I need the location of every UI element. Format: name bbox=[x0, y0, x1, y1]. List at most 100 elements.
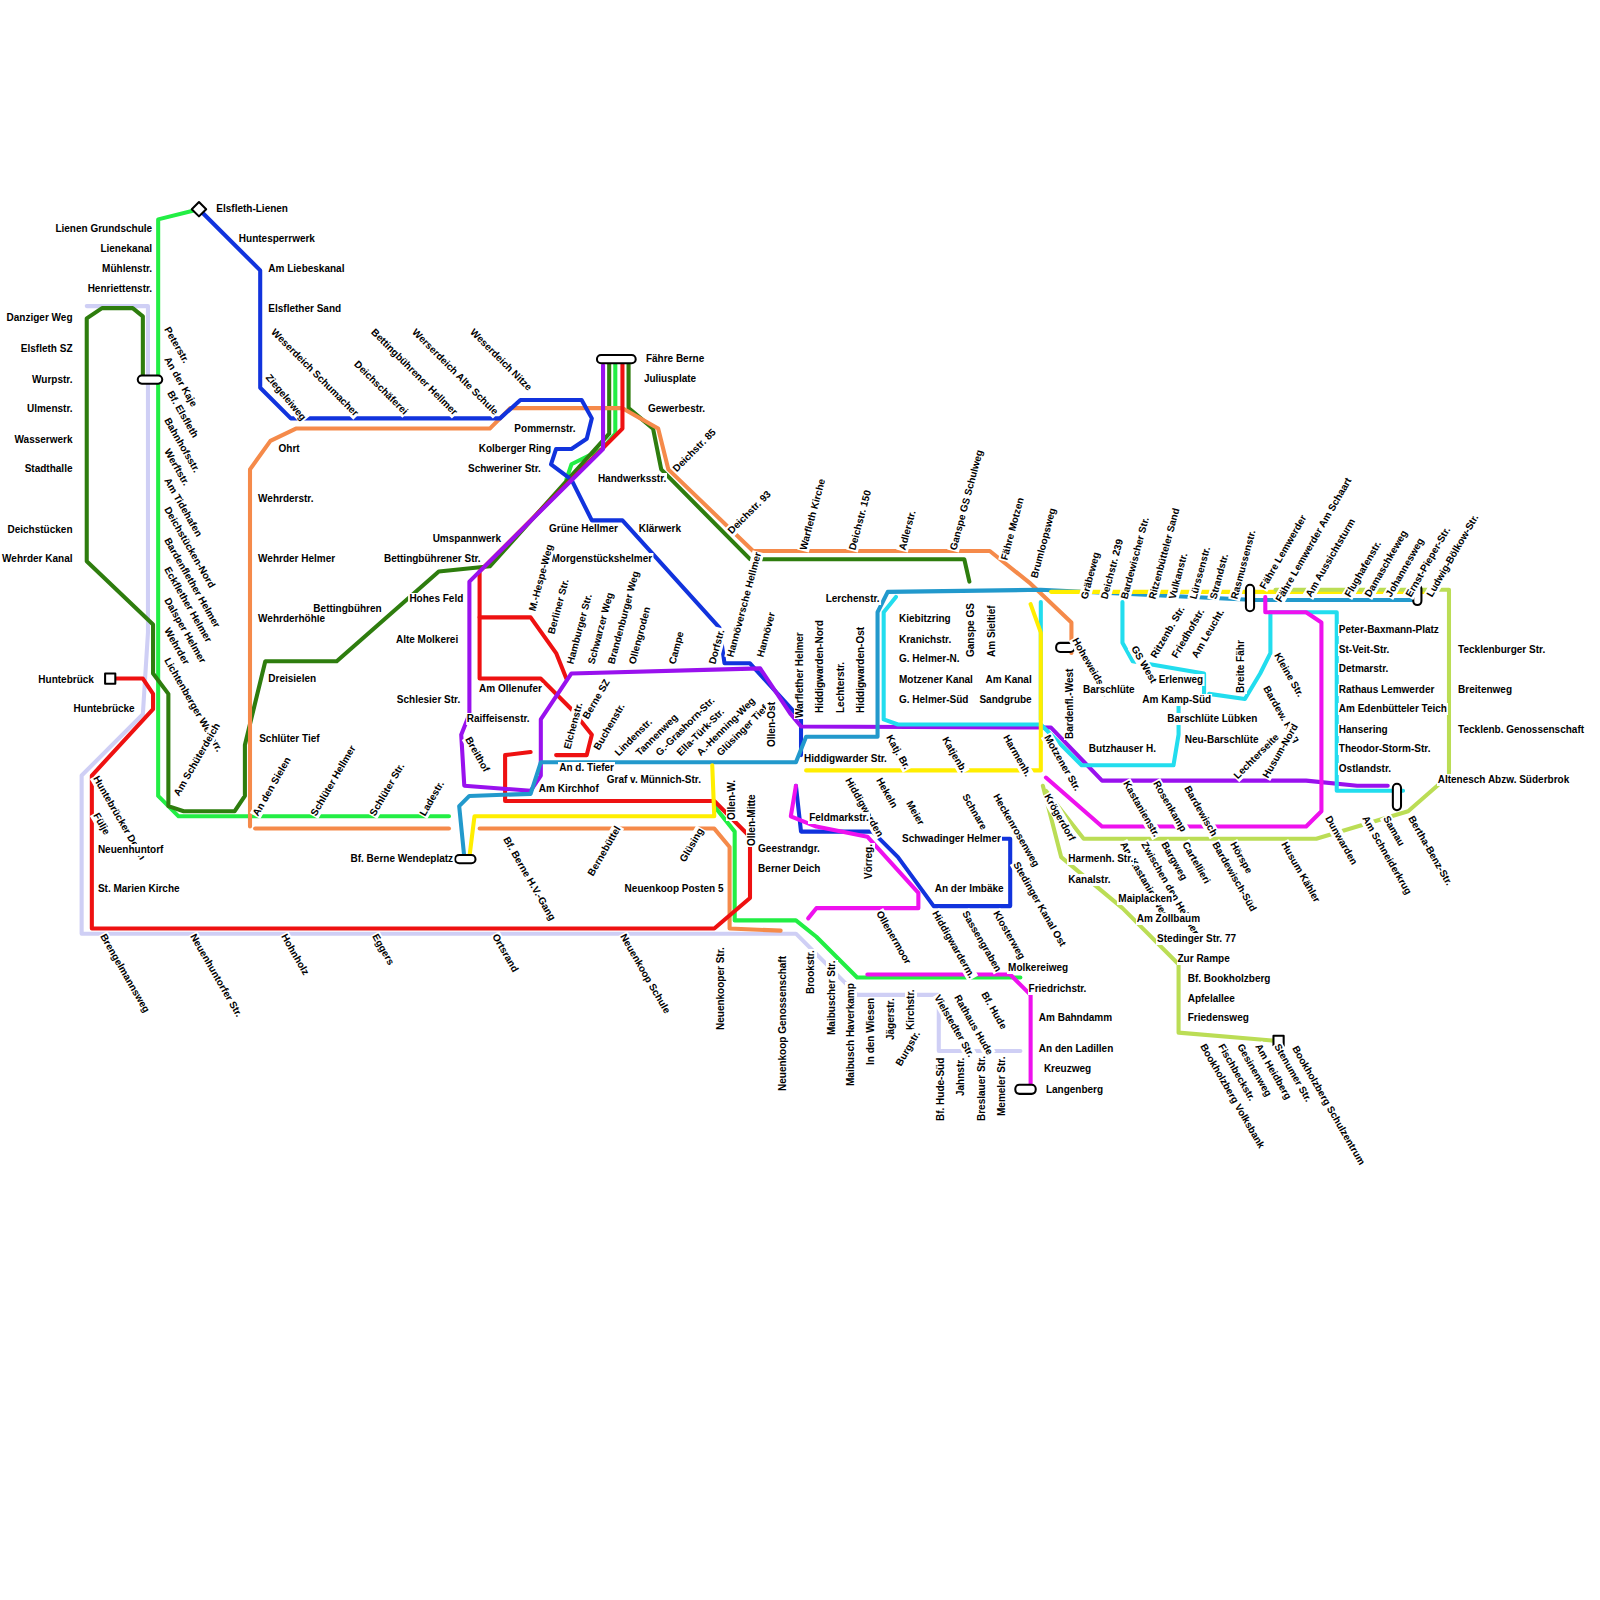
station-label: G. Helmer-N. bbox=[898, 653, 961, 665]
station-label: Meier bbox=[903, 798, 927, 828]
station-label: Kiebitzring bbox=[898, 613, 952, 625]
station-label: Weserdeich Nitze bbox=[467, 325, 535, 393]
station-label: Mühlenstr. bbox=[101, 263, 153, 275]
station-label: Bardenfl.-West bbox=[1064, 667, 1076, 739]
station-label: Schlüter Tief bbox=[258, 733, 320, 745]
station-label: Hiddigwarder Str. bbox=[803, 753, 888, 765]
station-label: Jägerstr. bbox=[885, 997, 897, 1041]
station-label: Bf. Berne H.V.-Gang bbox=[500, 834, 559, 924]
station-label: Eggers bbox=[368, 931, 396, 968]
station-label: Fähre Motzen bbox=[998, 495, 1027, 562]
station-label: Juliusplate bbox=[643, 373, 697, 385]
station-label: Hannöver bbox=[754, 610, 778, 660]
purple-line bbox=[461, 365, 1388, 791]
station-label: Umspannwerk bbox=[432, 533, 502, 545]
lime-line bbox=[1043, 590, 1449, 1041]
terminal-markers bbox=[105, 202, 1421, 1094]
station-label: Butzhauser H. bbox=[1088, 743, 1157, 755]
steelblue-line bbox=[459, 590, 1418, 857]
station-label: Ganspe GS Schulweg bbox=[947, 448, 986, 553]
station-label: Bettingbühren bbox=[312, 603, 382, 615]
station-label: Am Edenbütteler Teich bbox=[1338, 703, 1448, 715]
station-label: Ollen-Ost bbox=[766, 701, 778, 748]
cyan-line bbox=[884, 597, 1403, 791]
station-label: Lichtenberger Wetterr. bbox=[161, 655, 226, 755]
station-label: Neuenhuntorfer Str. bbox=[187, 931, 245, 1020]
station-label: Henriettenstr. bbox=[87, 283, 153, 295]
station-label: G. Helmer-Süd bbox=[898, 694, 969, 706]
station-label: Bernebüttel bbox=[585, 823, 624, 879]
station-label: Breite Fähr bbox=[1235, 639, 1247, 694]
station-label: Glüsing bbox=[676, 825, 706, 865]
station-label: Bookholzberg Schulzentrum bbox=[1289, 1043, 1368, 1168]
station-label: Neu-Barschlüte bbox=[1184, 734, 1260, 746]
station-label: Katj. Br. bbox=[883, 732, 913, 772]
station-label: Kirchstr. bbox=[905, 988, 917, 1031]
station-label: Schlüter Str. bbox=[367, 761, 408, 820]
station-label: Strandstr. bbox=[1208, 551, 1232, 601]
station-label: Am Kanal bbox=[985, 674, 1033, 686]
station-label: Campe bbox=[667, 630, 688, 667]
station-label: Harmenh. Str. bbox=[1067, 853, 1134, 865]
station-label: Zur Rampe bbox=[1177, 953, 1231, 965]
station-label: Ortsrand bbox=[489, 931, 522, 975]
station-label: M.-Hespe-Weg bbox=[526, 542, 556, 613]
station-label: Stedinger Str. 77 bbox=[1156, 933, 1237, 945]
station-label: Heckenrosenweg bbox=[990, 791, 1043, 870]
station-label: Kolberger Ring bbox=[478, 443, 552, 455]
station-label: Lechterstr. bbox=[835, 661, 847, 714]
station-label: Memeler Str. bbox=[996, 1056, 1008, 1117]
station-label: Dunwarden bbox=[1321, 813, 1360, 868]
station-label: Bettingbührener Str. bbox=[383, 553, 482, 565]
station-label: Warflether Helmer bbox=[794, 632, 806, 720]
red-line bbox=[92, 362, 750, 928]
station-label: Bf. Berne Wendeplatz bbox=[349, 853, 454, 865]
station-label: Schnare bbox=[959, 791, 990, 833]
station-label: Molkereiweg bbox=[1007, 962, 1069, 974]
station-label: Warfleth Kirche bbox=[797, 476, 828, 552]
station-label: Ladestr. bbox=[417, 778, 448, 819]
station-label: Ohrt bbox=[278, 443, 301, 455]
station-label: Deichstr. 85 bbox=[669, 426, 719, 476]
station-label: Neuenkoop Posten 5 bbox=[624, 883, 725, 895]
station-label: Handwerksstr. bbox=[597, 473, 667, 485]
station-label: Maibusch Haverkamp bbox=[845, 982, 857, 1087]
station-label: Tecklenburger Str. bbox=[1457, 644, 1546, 656]
station-label: Danziger Weg bbox=[6, 312, 74, 324]
station-label: Jahnstr. bbox=[955, 1057, 967, 1097]
station-label: Elsfleth-Lienen bbox=[215, 203, 289, 215]
station-label: Kranichstr. bbox=[898, 634, 952, 646]
station-label: Erlenweg bbox=[1158, 674, 1204, 686]
station-label: Peter-Baxmann-Platz bbox=[1338, 624, 1440, 636]
station-label: Wehrderstr. bbox=[257, 493, 314, 505]
station-label: Ostlandstr. bbox=[1338, 763, 1392, 775]
station-label: Ollen-W. bbox=[726, 779, 738, 821]
station-label: An der Imbäke bbox=[934, 883, 1005, 895]
station-label: Deichstr. 93 bbox=[724, 487, 774, 537]
station-label: Neuenkoop Genossenschaft bbox=[777, 955, 789, 1092]
station-label: Huntebrück bbox=[37, 674, 95, 686]
station-label: Breitenweg bbox=[1457, 684, 1513, 696]
station-label: Hohes Feld bbox=[408, 593, 464, 605]
station-label: Huntesperrwerk bbox=[238, 233, 316, 245]
station-label: Rathaus Lemwerder bbox=[1338, 684, 1436, 696]
station-label: Maibuscher Str. bbox=[826, 959, 838, 1035]
station-label: Am Kamp-Süd bbox=[1141, 694, 1212, 706]
station-label: Hiddigwarden-Nord bbox=[814, 620, 826, 715]
station-label: Barschlüte Lübken bbox=[1166, 713, 1258, 725]
station-label: Schwadinger Helmer bbox=[901, 833, 1002, 845]
station-label: Am Sieltief bbox=[986, 605, 998, 659]
station-label: Raiffeisenstr. bbox=[466, 713, 531, 725]
station-label: Friedensweg bbox=[1187, 1012, 1250, 1024]
station-label: Wurpstr. bbox=[31, 374, 73, 386]
station-label: Barschlüte bbox=[1082, 684, 1136, 696]
station-label: Berliner Str. bbox=[545, 576, 572, 636]
station-label: Klärwerk bbox=[638, 523, 682, 535]
station-label: Neuenhuntorf bbox=[97, 844, 165, 856]
station-label: Vörreg. bbox=[863, 843, 875, 880]
station-label: Theodor-Storm-Str. bbox=[1338, 743, 1432, 755]
station-label: Maiplacken bbox=[1117, 893, 1173, 905]
station-label: Ganspe GS bbox=[965, 602, 977, 658]
station-label: Lerchenstr. bbox=[825, 593, 881, 605]
station-label: Ollenermoor bbox=[872, 908, 913, 967]
